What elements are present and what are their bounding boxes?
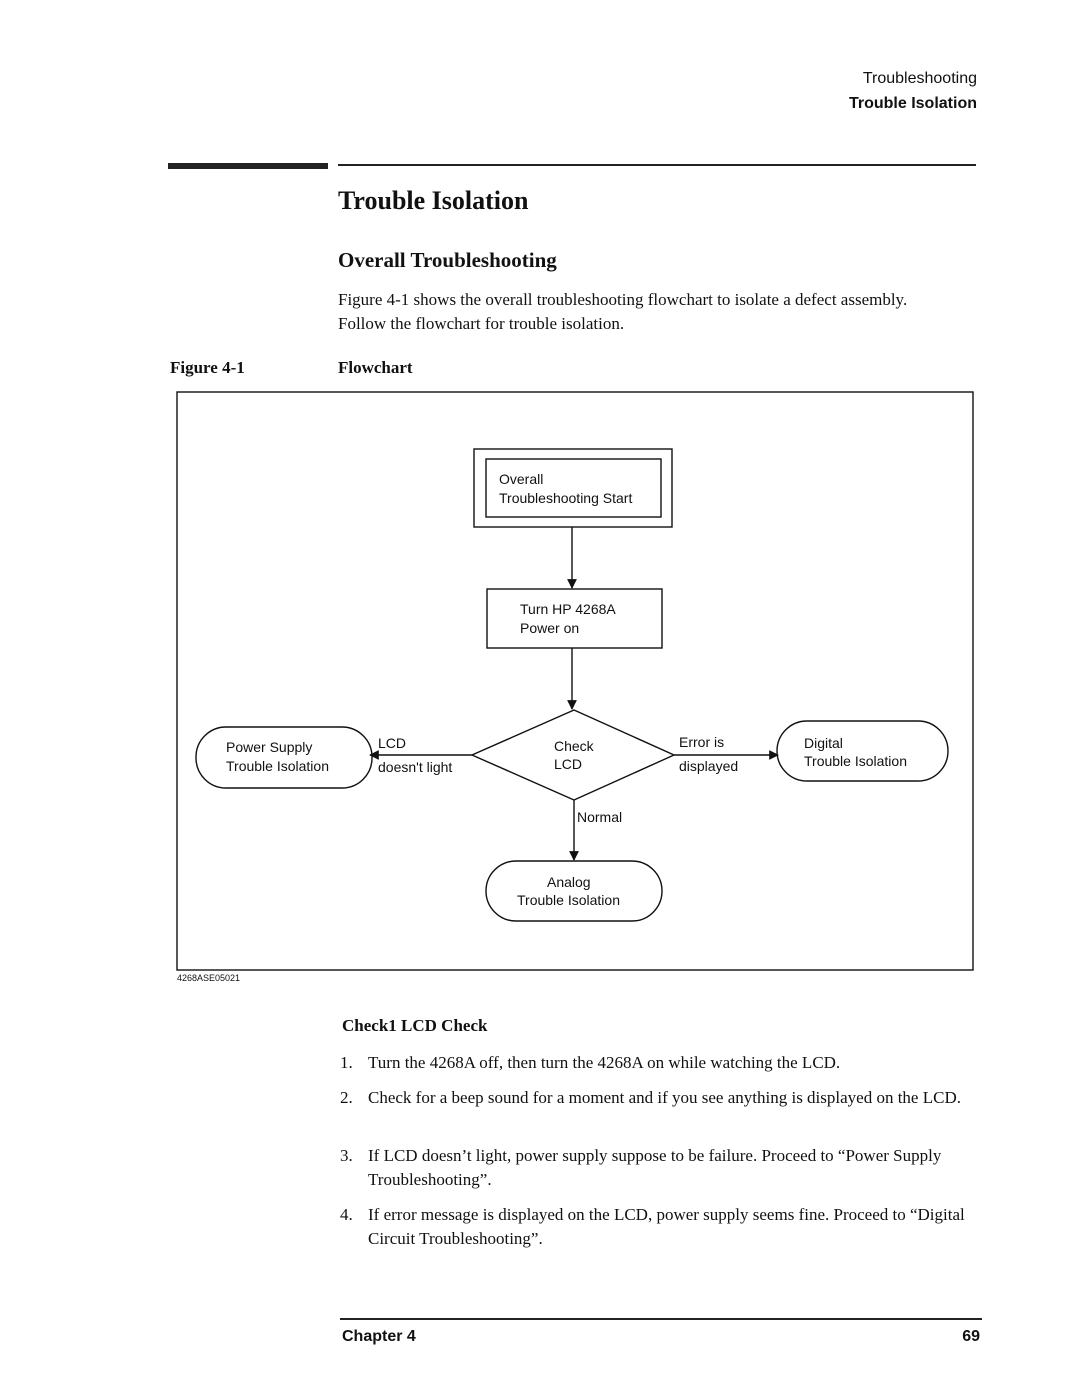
section-subtitle: Overall Troubleshooting	[338, 248, 557, 272]
list-item: 2. Check for a beep sound for a moment a…	[340, 1086, 980, 1110]
node-power-supply-line2: Trouble Isolation	[226, 758, 329, 774]
list-item-text: If error message is displayed on the LCD…	[368, 1205, 965, 1248]
list-item-text: If LCD doesn’t light, power supply suppo…	[368, 1146, 942, 1189]
edge-error-line2: displayed	[679, 758, 738, 774]
node-digital-line2: Trouble Isolation	[804, 753, 907, 769]
running-header-section: Troubleshooting	[862, 70, 977, 87]
node-analog-line1: Analog	[547, 874, 591, 890]
node-digital-line1: Digital	[804, 735, 843, 751]
page-title: Trouble Isolation	[338, 186, 529, 215]
footer-rule	[340, 1318, 982, 1320]
node-start-line2: Troubleshooting Start	[499, 490, 632, 506]
node-analog: Analog Trouble Isolation	[485, 860, 663, 922]
list-item-number: 1.	[340, 1053, 353, 1072]
list-item: 1. Turn the 4268A off, then turn the 426…	[340, 1051, 980, 1075]
node-power-supply-line1: Power Supply	[226, 739, 312, 755]
node-digital: Digital Trouble Isolation	[776, 720, 949, 782]
node-start-line1: Overall	[499, 471, 543, 487]
edge-lcd-fail-line1: LCD	[378, 735, 406, 751]
figure-image-id: 4268ASE05021	[177, 973, 240, 983]
node-start: Overall Troubleshooting Start	[473, 448, 673, 528]
footer-chapter: Chapter 4	[342, 1328, 416, 1345]
node-analog-line2: Trouble Isolation	[517, 892, 620, 908]
node-power-on: Turn HP 4268A Power on	[486, 588, 663, 649]
node-power-supply: Power Supply Trouble Isolation	[195, 726, 373, 789]
running-header-topic: Trouble Isolation	[848, 95, 977, 112]
node-power-on-line1: Turn HP 4268A	[520, 601, 616, 617]
figure-title: Flowchart	[338, 358, 413, 377]
figure-number: Figure 4-1	[170, 358, 245, 377]
edge-normal: Normal	[577, 809, 622, 825]
node-check-line1: Check	[554, 738, 595, 754]
intro-paragraph: Figure 4-1 shows the overall troubleshoo…	[338, 290, 908, 333]
edge-error-line1: Error is	[679, 734, 724, 750]
node-check-line2: LCD	[554, 756, 582, 772]
list-item-number: 2.	[340, 1088, 353, 1107]
list-item-number: 4.	[340, 1205, 353, 1224]
node-power-on-line2: Power on	[520, 620, 579, 636]
list-item-text: Turn the 4268A off, then turn the 4268A …	[368, 1053, 841, 1072]
list-item: 3. If LCD doesn’t light, power supply su…	[340, 1144, 980, 1192]
edge-lcd-fail-line2: doesn't light	[378, 759, 452, 775]
figure-frame	[176, 391, 974, 971]
flowchart: Overall Troubleshooting Start Turn HP 42…	[176, 391, 974, 983]
node-check-lcd: Check LCD	[470, 709, 676, 801]
header-thick-rule	[168, 163, 328, 169]
list-item: 4. If error message is displayed on the …	[340, 1203, 980, 1251]
list-item-text: Check for a beep sound for a moment and …	[368, 1088, 961, 1107]
header-thin-rule	[338, 164, 976, 166]
page-number: 69	[962, 1328, 980, 1345]
check-heading: Check1 LCD Check	[342, 1016, 488, 1035]
list-item-number: 3.	[340, 1146, 353, 1165]
